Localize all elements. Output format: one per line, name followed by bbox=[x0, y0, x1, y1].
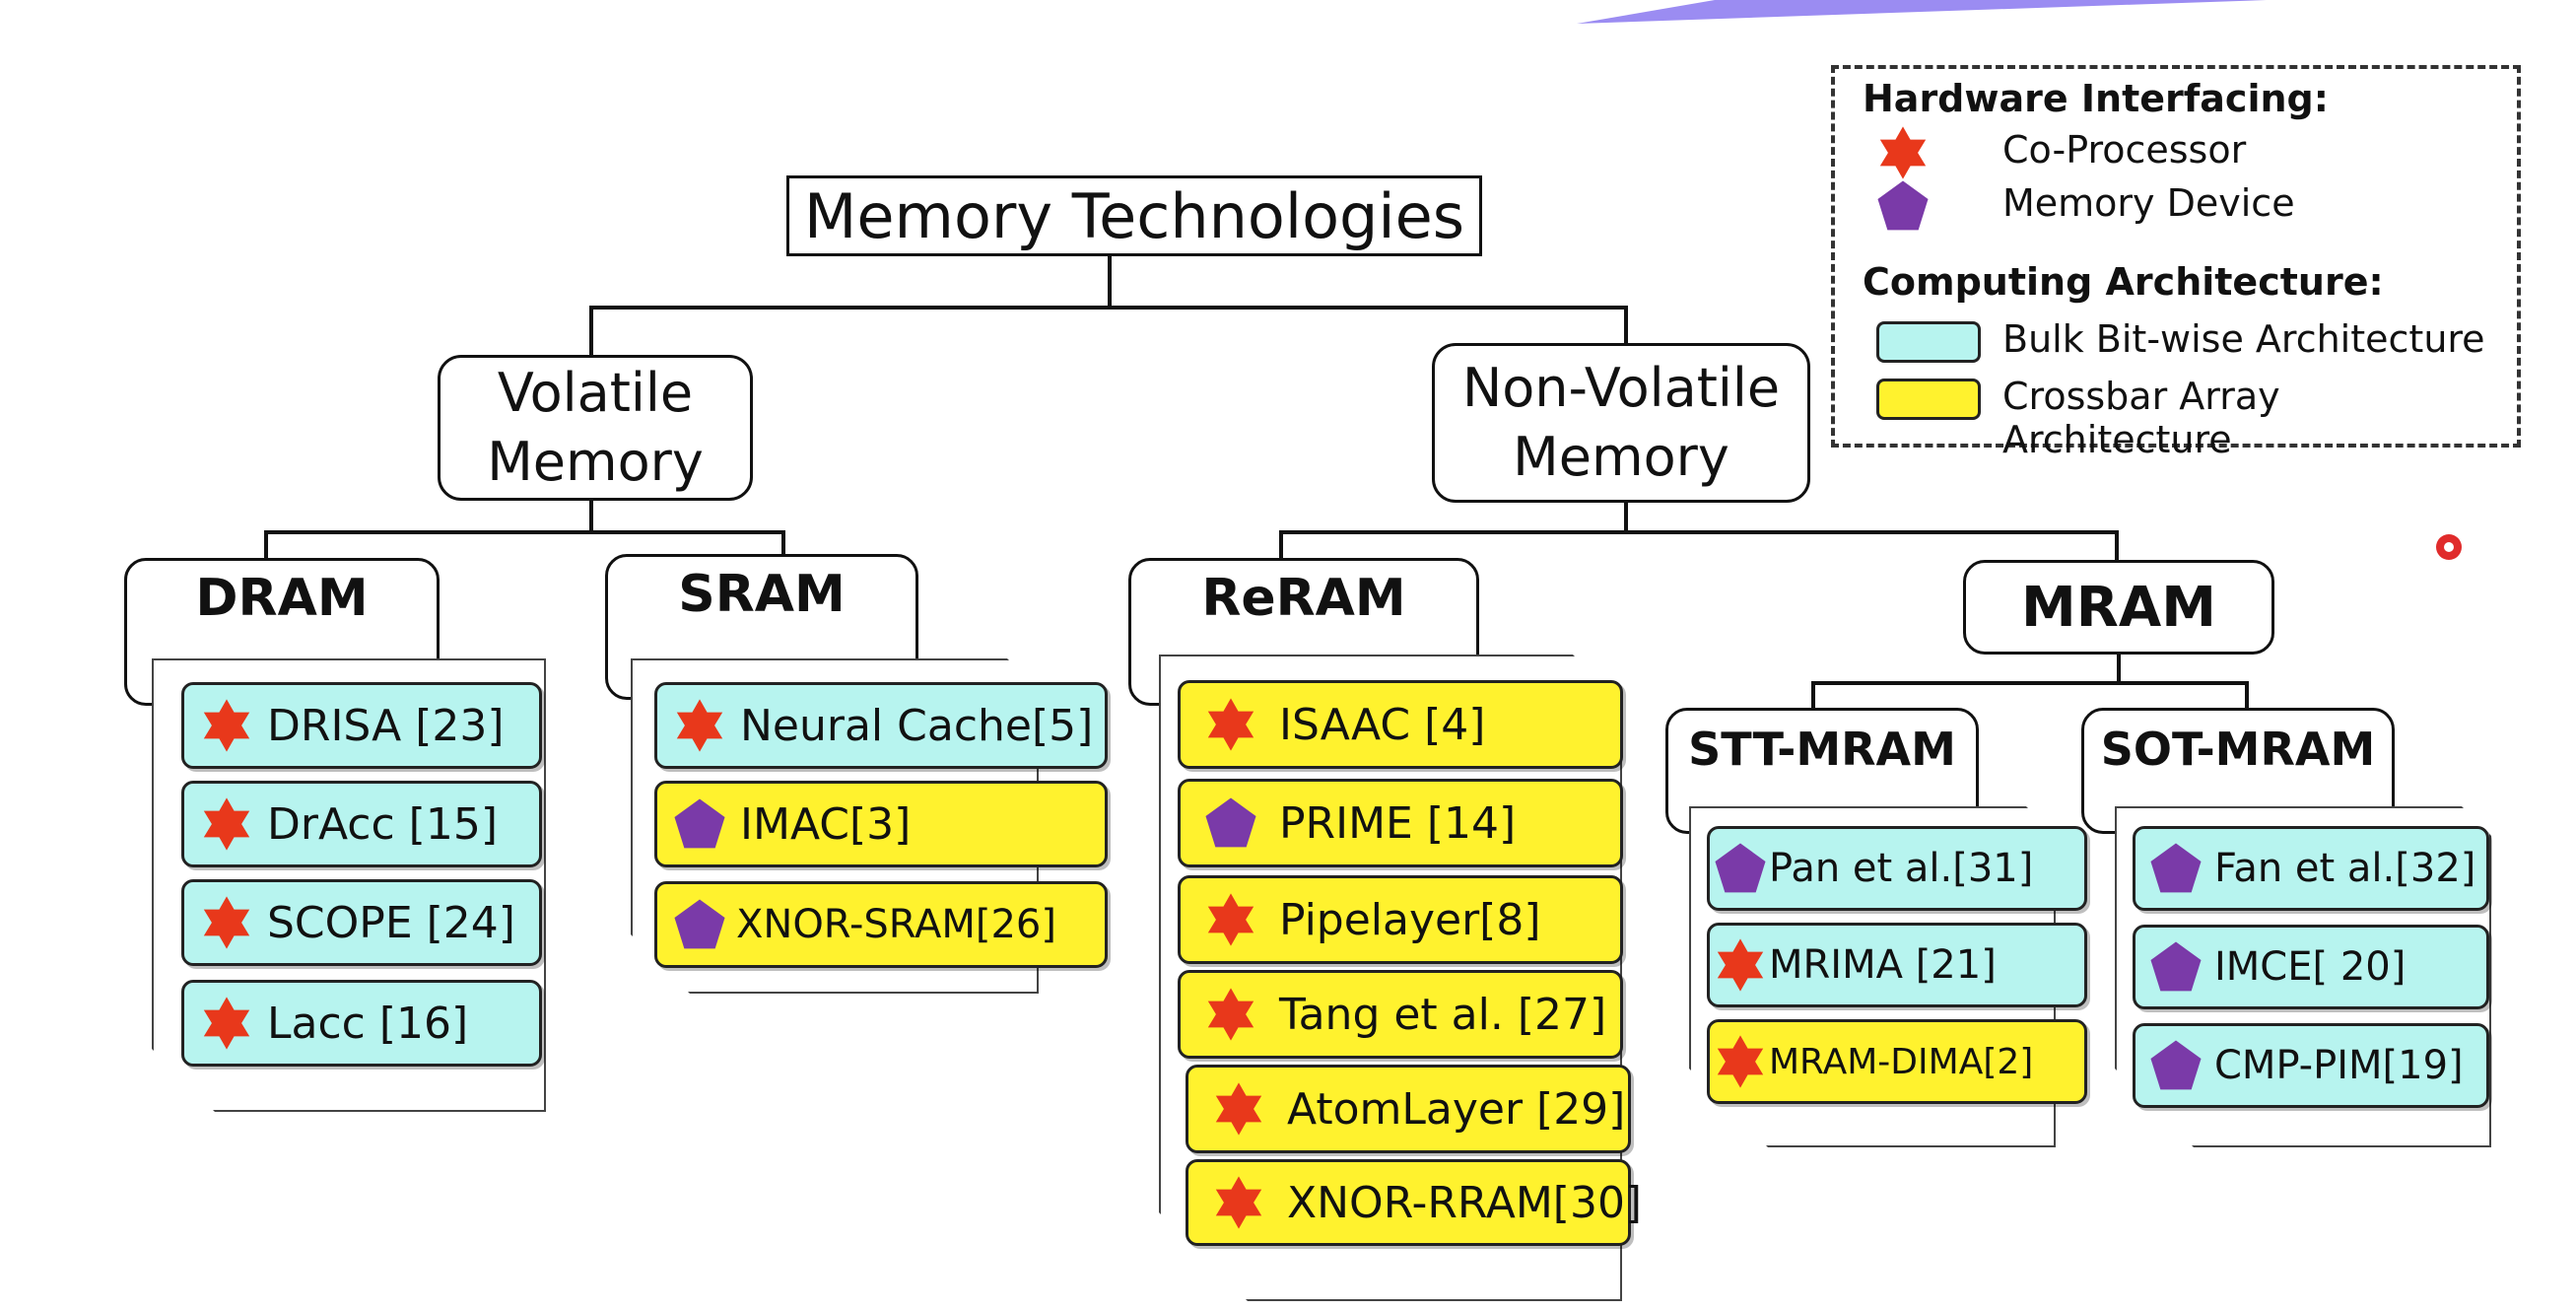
purple-pentagon-icon bbox=[1715, 843, 1766, 893]
list-item-label: XNOR-SRAM[26] bbox=[736, 902, 1056, 947]
list-item-label: SCOPE [24] bbox=[267, 897, 515, 948]
nonvolatile-connector bbox=[1279, 501, 2119, 560]
red-six-point-star-icon bbox=[1207, 988, 1254, 1041]
list-item-label: Fan et al.[32] bbox=[2214, 846, 2476, 891]
red-six-point-star-icon bbox=[1215, 1082, 1262, 1136]
list-item-label: CMP-PIM[19] bbox=[2214, 1043, 2464, 1088]
red-six-point-star-icon bbox=[203, 997, 250, 1050]
list-item-label: DRISA [23] bbox=[267, 700, 505, 751]
list-item-label: MRIMA [21] bbox=[1769, 942, 1997, 988]
list-item-label: PRIME [14] bbox=[1279, 797, 1517, 849]
list-item: CMP-PIM[19] bbox=[2133, 1023, 2489, 1108]
list-item-label: IMAC[3] bbox=[740, 798, 912, 850]
list-item: IMCE[ 20] bbox=[2133, 925, 2489, 1009]
purple-pentagon-icon bbox=[2150, 1040, 2202, 1090]
list-item-label: Lacc [16] bbox=[267, 998, 469, 1049]
legend-crossbar-label: Crossbar Array Architecture bbox=[2002, 375, 2280, 461]
mram-node: MRAM bbox=[1963, 560, 2274, 655]
volatile-memory-node: Volatile Memory bbox=[438, 355, 753, 501]
red-six-point-star-icon bbox=[1717, 938, 1764, 992]
list-item: Pan et al.[31] bbox=[1707, 826, 2087, 911]
list-item: Neural Cache[5] bbox=[654, 682, 1108, 769]
legend-bulk-swatch bbox=[1876, 321, 1981, 363]
list-item-label: Tang et al. [27] bbox=[1279, 989, 1607, 1040]
legend-crossbar-swatch bbox=[1876, 379, 1981, 420]
list-item: MRAM-DIMA[2] bbox=[1707, 1019, 2087, 1104]
memory-technologies-node: Memory Technologies bbox=[786, 175, 1482, 256]
purple-pentagon-icon bbox=[2150, 843, 2202, 893]
list-item-label: MRAM-DIMA[2] bbox=[1769, 1041, 2034, 1082]
list-item: PRIME [14] bbox=[1178, 779, 1623, 867]
list-item-label: IMCE[ 20] bbox=[2214, 944, 2407, 990]
purple-pentagon-icon bbox=[674, 798, 725, 849]
slide-accent-wedge bbox=[1577, 0, 2267, 24]
red-six-point-star-icon bbox=[203, 896, 250, 949]
list-item: DrAcc [15] bbox=[181, 781, 542, 867]
list-item-label: XNOR-RRAM[30] bbox=[1287, 1177, 1643, 1228]
purple-pentagon-icon bbox=[674, 899, 725, 949]
legend-memory-device-label: Memory Device bbox=[2002, 181, 2295, 225]
legend: Hardware Interfacing: Co-Processor Memor… bbox=[1831, 65, 2521, 461]
legend-coprocessor-label: Co-Processor bbox=[2002, 128, 2247, 172]
red-six-point-star-icon bbox=[1215, 1176, 1262, 1229]
list-item: XNOR-SRAM[26] bbox=[654, 881, 1108, 968]
list-item: DRISA [23] bbox=[181, 682, 542, 769]
red-six-point-star-icon bbox=[1207, 893, 1254, 946]
legend-interfacing-title: Hardware Interfacing: bbox=[1863, 77, 2329, 120]
red-six-point-star-icon bbox=[676, 699, 723, 752]
list-item: Pipelayer[8] bbox=[1178, 875, 1623, 964]
list-item: ISAAC [4] bbox=[1178, 680, 1623, 769]
legend-architecture-title: Computing Architecture: bbox=[1863, 260, 2384, 304]
non-volatile-memory-node: Non-Volatile Memory bbox=[1432, 343, 1810, 503]
list-item: MRIMA [21] bbox=[1707, 923, 2087, 1007]
list-item: SCOPE [24] bbox=[181, 879, 542, 966]
red-six-point-star-icon bbox=[1717, 1035, 1764, 1088]
list-item: XNOR-RRAM[30] bbox=[1186, 1159, 1642, 1246]
list-item-label: Neural Cache[5] bbox=[740, 700, 1094, 751]
volatile-connector bbox=[264, 496, 785, 560]
purple-pentagon-icon bbox=[2150, 941, 2202, 992]
list-item-label: DrAcc [15] bbox=[267, 798, 498, 850]
red-six-point-star-icon bbox=[203, 797, 250, 851]
purple-pentagon-icon bbox=[1205, 797, 1256, 848]
root-connector bbox=[589, 254, 1628, 355]
list-item-label: Pipelayer[8] bbox=[1279, 894, 1541, 945]
list-item: AtomLayer [29] bbox=[1186, 1065, 1631, 1153]
red-six-point-star-icon bbox=[1207, 698, 1254, 751]
red-six-point-star-icon bbox=[203, 699, 250, 752]
list-item-label: Pan et al.[31] bbox=[1769, 846, 2034, 891]
list-item: Fan et al.[32] bbox=[2133, 826, 2489, 911]
recording-indicator-icon bbox=[2436, 534, 2462, 560]
list-item-label: ISAAC [4] bbox=[1279, 699, 1486, 750]
list-item: Tang et al. [27] bbox=[1178, 970, 1623, 1059]
list-item-label: AtomLayer [29] bbox=[1287, 1083, 1626, 1135]
red-six-point-star-icon bbox=[1879, 126, 1927, 179]
mram-connector bbox=[1811, 654, 2249, 710]
list-item: IMAC[3] bbox=[654, 781, 1108, 867]
list-item: Lacc [16] bbox=[181, 980, 542, 1067]
purple-pentagon-icon bbox=[1877, 180, 1929, 231]
legend-bulk-label: Bulk Bit-wise Architecture bbox=[2002, 317, 2485, 361]
